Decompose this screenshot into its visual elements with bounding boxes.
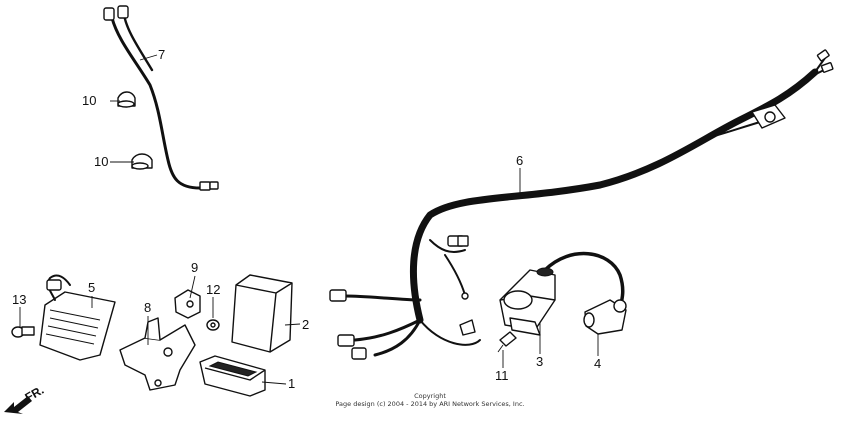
copyright-notice: Copyright Page design (c) 2004 - 2014 by… <box>330 392 530 408</box>
callout-8: 8 <box>144 300 151 315</box>
callout-11: 11 <box>495 368 509 383</box>
callout-3: 3 <box>536 354 543 369</box>
callout-4: 4 <box>594 356 601 371</box>
callout-10-lower: 10 <box>94 154 108 169</box>
callout-10-upper: 10 <box>82 93 96 108</box>
regulator-5 <box>39 274 116 361</box>
wire-harness-6 <box>329 49 834 360</box>
bracket-8 <box>119 317 196 391</box>
bracket-9 <box>174 289 201 319</box>
rubber-mount-1 <box>199 355 266 397</box>
callout-12: 12 <box>206 282 220 297</box>
washer-12 <box>206 319 220 331</box>
callout-5: 5 <box>88 280 95 295</box>
front-direction-indicator: FR. <box>4 383 46 414</box>
front-arrow-icon <box>4 396 32 414</box>
callout-6: 6 <box>516 153 523 168</box>
clamp-10-lower <box>131 153 153 170</box>
cable-7 <box>103 5 219 191</box>
callout-1: 1 <box>288 376 295 391</box>
callout-13: 13 <box>12 292 26 307</box>
clamp-10-upper <box>117 91 136 108</box>
bolt-11 <box>497 331 517 353</box>
copyright-line-1: Copyright <box>414 392 446 400</box>
copyright-line-2: Page design (c) 2004 - 2014 by ARI Netwo… <box>335 400 525 408</box>
callout-2: 2 <box>302 317 309 332</box>
leader-lines <box>19 54 599 385</box>
bolt-13 <box>11 326 35 338</box>
cdi-unit-2 <box>231 274 293 353</box>
ignition-coil-3 <box>499 267 556 336</box>
callout-7: 7 <box>158 47 165 62</box>
plug-lead-4 <box>543 251 627 335</box>
callout-9: 9 <box>191 260 198 275</box>
